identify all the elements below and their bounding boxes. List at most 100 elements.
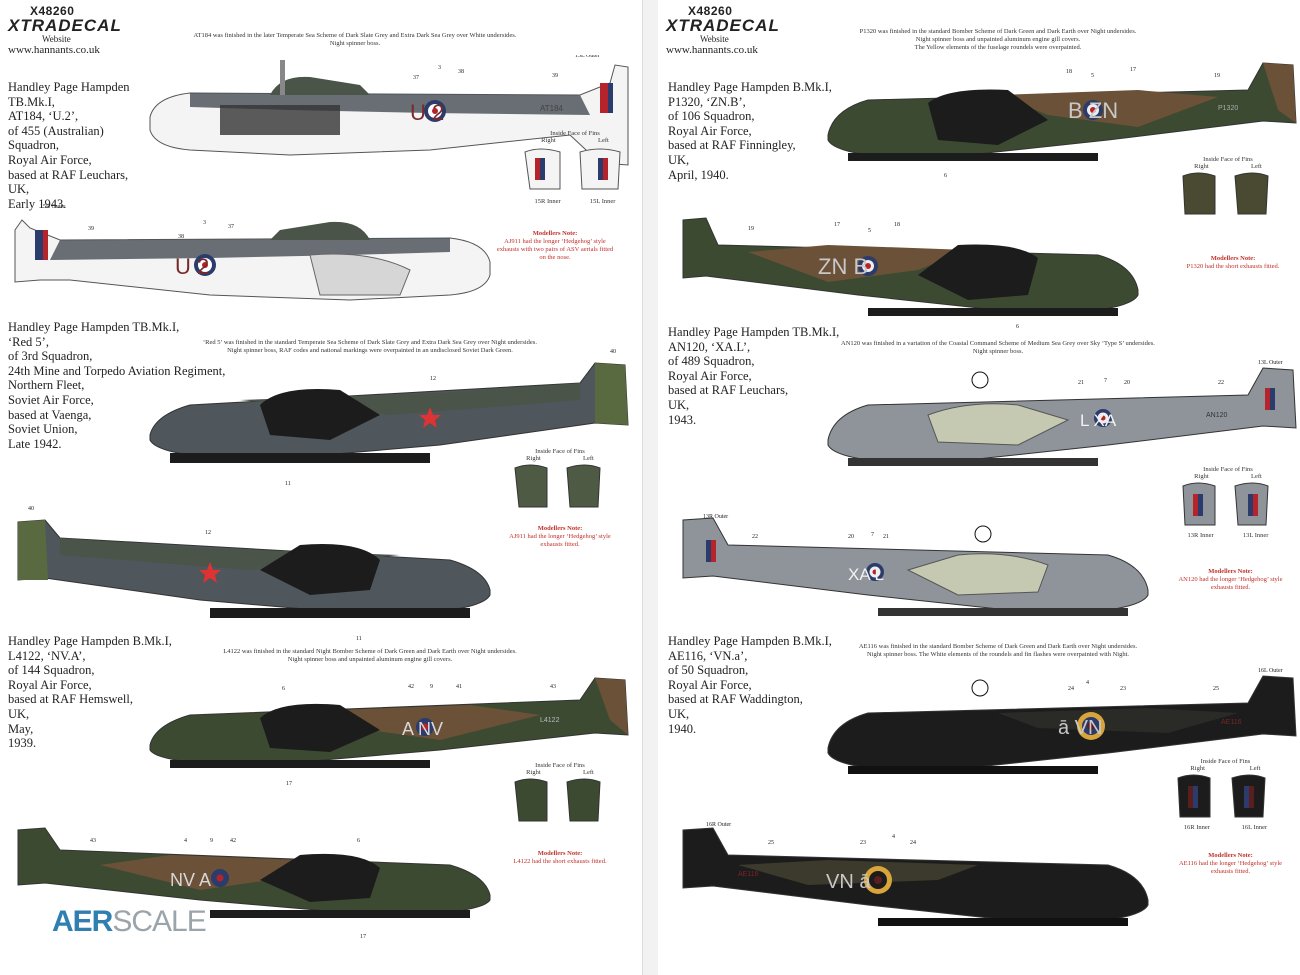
fins-right-label: Right <box>1194 163 1209 170</box>
aircraft-profile-red5-left: 12 11 40 <box>149 349 629 485</box>
svg-text:16L Outer: 16L Outer <box>1258 668 1283 674</box>
website-label: Website <box>700 34 729 44</box>
svg-text:13L Outer: 13L Outer <box>1258 360 1283 366</box>
fins-left-label: Left <box>582 455 594 462</box>
website-url[interactable]: www.hannants.co.uk <box>8 44 100 56</box>
fins-title: Inside Face of Fins <box>535 448 585 455</box>
fins-title: Inside Face of Fins <box>535 762 585 769</box>
scheme-note-l4122: L4122 was finished in the standard Night… <box>223 648 517 663</box>
svg-text:17: 17 <box>1130 67 1136 73</box>
svg-text:7: 7 <box>871 532 874 538</box>
svg-text:43: 43 <box>90 838 96 844</box>
svg-text:17: 17 <box>286 781 292 787</box>
code-letters-bottom-p1320: ZN B <box>818 254 868 279</box>
website-label: Website <box>42 34 71 44</box>
fin-inner-left-label: 13L Inner <box>1242 532 1269 539</box>
svg-text:17: 17 <box>834 222 840 228</box>
svg-text:15L Outer: 15L Outer <box>575 55 600 59</box>
svg-text:37: 37 <box>413 75 419 81</box>
fins-title: Inside Face of Fins <box>1200 758 1251 765</box>
modellers-note-title: Modellers Note: <box>537 850 583 857</box>
svg-text:4: 4 <box>1086 680 1089 686</box>
svg-text:9: 9 <box>430 684 433 690</box>
svg-text:13R Outer: 13R Outer <box>703 514 728 520</box>
svg-text:18: 18 <box>894 222 900 228</box>
scheme-note-red5: ‘Red 5’ was finished in the standard Tem… <box>203 339 537 354</box>
fins-right-label: Right <box>526 769 541 776</box>
modellers-note-p1320: Modellers Note: P1320 had the short exha… <box>1168 255 1298 271</box>
svg-text:11: 11 <box>285 481 291 485</box>
svg-text:22: 22 <box>1218 380 1224 386</box>
fins-title: Inside Face of Fins <box>1203 466 1253 473</box>
fin-drawings <box>514 464 601 508</box>
serial-l4122: L4122 <box>540 717 560 724</box>
svg-text:3: 3 <box>203 220 206 226</box>
svg-text:12: 12 <box>430 376 436 382</box>
fin-inner-right-label: 16R Inner <box>1183 824 1210 831</box>
svg-text:25: 25 <box>1213 686 1219 692</box>
code-letters-bottom-ae116: VN ā <box>826 871 871 893</box>
code-letters-ae116: ā VN <box>1058 717 1102 739</box>
modellers-note-text: AN120 had the longer ‘Hedgehog’ style ex… <box>1178 576 1283 591</box>
svg-text:23: 23 <box>860 840 866 846</box>
svg-text:22: 22 <box>752 534 758 540</box>
svg-text:23: 23 <box>1120 686 1126 692</box>
modellers-note-at184: Modellers Note: AJ911 had the longer ‘He… <box>475 230 635 262</box>
serial-p1320: P1320 <box>1218 105 1238 112</box>
watermark-scale: SCALE <box>112 905 206 938</box>
modellers-note-title: Modellers Note: <box>537 525 583 532</box>
scheme-note-at184: AT184 was finished in the later Temperat… <box>193 32 517 47</box>
svg-text:39: 39 <box>88 226 94 232</box>
svg-text:4: 4 <box>892 834 895 840</box>
aircraft-description-ae116: Handley Page Hampden B.Mk.I, AE116, ‘VN.… <box>668 634 832 736</box>
svg-text:41: 41 <box>456 684 462 690</box>
svg-text:15R Outer: 15R Outer <box>40 204 65 210</box>
svg-text:40: 40 <box>610 349 616 355</box>
website-url[interactable]: www.hannants.co.uk <box>666 44 758 56</box>
svg-text:19: 19 <box>748 226 754 232</box>
fins-right-label: Right <box>1190 765 1205 772</box>
fins-right-label: Right <box>1194 473 1209 480</box>
modellers-note-text: AE116 had the longer ‘Hedgehog’ style ex… <box>1178 860 1283 875</box>
modellers-note-an120: Modellers Note: AN120 had the longer ‘He… <box>1163 568 1298 592</box>
fins-left-label: Left <box>1250 163 1262 170</box>
fin-inner-right-label: 15R Inner <box>534 198 561 205</box>
svg-text:6: 6 <box>944 173 947 179</box>
aeroscale-watermark: AERSCALE <box>52 905 207 939</box>
sheet-code: X48260 <box>30 4 75 18</box>
fin-drawings <box>1182 172 1269 215</box>
serial-an120: AN120 <box>1206 412 1228 419</box>
modellers-note-title: Modellers Note: <box>1210 255 1256 262</box>
fins-title: Inside Face of Fins <box>550 130 600 137</box>
svg-text:12: 12 <box>205 530 211 536</box>
code-letters-bottom-l4122: NV A <box>170 870 211 890</box>
svg-text:38: 38 <box>458 69 464 75</box>
modellers-note-text: L4122 had the short exhausts fitted. <box>513 858 607 865</box>
watermark-aero: AER <box>52 905 113 938</box>
svg-text:5: 5 <box>1091 73 1094 79</box>
svg-text:43: 43 <box>550 684 556 690</box>
svg-text:24: 24 <box>1068 686 1074 692</box>
fin-drawings <box>1182 482 1269 526</box>
modellers-note-text: P1320 had the short exhausts fitted. <box>1186 263 1280 270</box>
svg-text:25: 25 <box>768 840 774 846</box>
fins-left-label: Left <box>582 769 594 776</box>
code-letters-l4122: A NV <box>402 719 443 739</box>
svg-text:42: 42 <box>408 684 414 690</box>
modellers-note-title: Modellers Note: <box>1208 852 1253 859</box>
svg-text:21: 21 <box>883 534 889 540</box>
svg-text:20: 20 <box>1124 380 1130 386</box>
